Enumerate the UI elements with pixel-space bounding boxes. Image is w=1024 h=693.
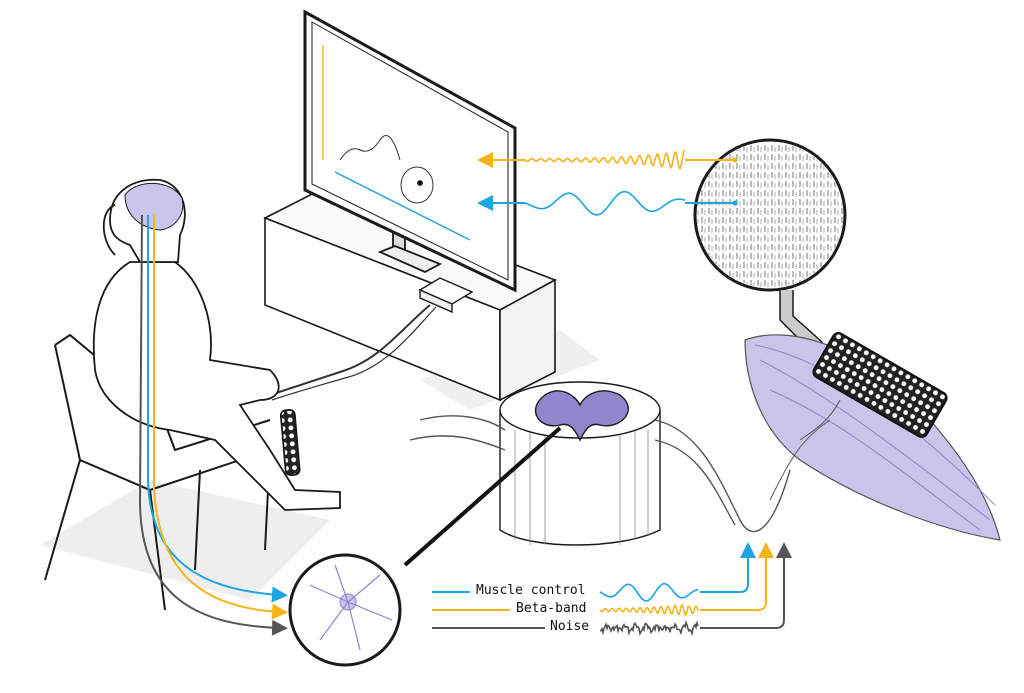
tv-stand <box>263 189 557 402</box>
beta-feedback-wave <box>524 149 686 171</box>
beta-band-wave <box>599 603 699 616</box>
monitor <box>303 9 517 293</box>
spinal-cord-section <box>409 381 791 546</box>
emg-zoom-circle <box>693 138 847 351</box>
floor-shadow <box>40 480 330 600</box>
label-beta-band: Beta-band <box>514 601 589 616</box>
muscle-control-wave <box>599 582 699 602</box>
pointer-line <box>403 426 562 567</box>
receiver-box <box>418 277 474 314</box>
label-noise: Noise <box>548 619 592 634</box>
electrode-pad <box>812 332 948 438</box>
cable <box>269 304 431 396</box>
muscle-feedback-wave <box>524 190 686 216</box>
label-muscle-control: Muscle control <box>474 583 588 598</box>
chair <box>44 333 271 611</box>
noise-wave <box>599 620 699 637</box>
neuron-zoom-circle <box>288 553 402 667</box>
